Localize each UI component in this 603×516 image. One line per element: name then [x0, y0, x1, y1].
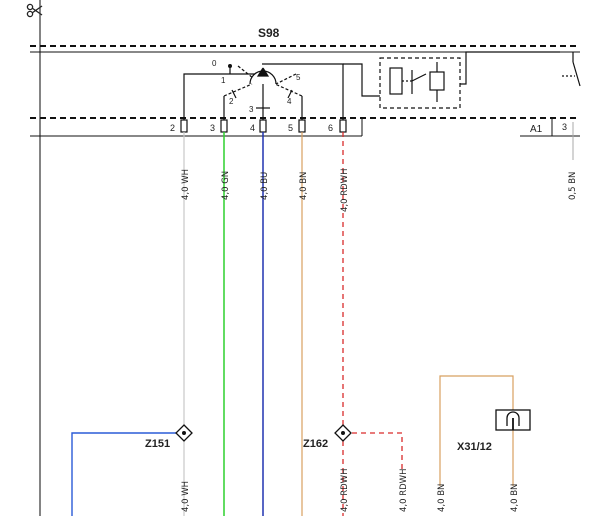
- switch-pos-1: 1: [221, 76, 226, 85]
- switch-pos-4: 4: [287, 97, 292, 106]
- z162-splice-icon[interactable]: [334, 424, 352, 442]
- svg-text:4,0 WH: 4,0 WH: [181, 169, 191, 200]
- svg-text:4,0 GN: 4,0 GN: [221, 171, 231, 200]
- z162-label: Z162: [303, 438, 328, 450]
- switch-pos-3: 3: [249, 105, 254, 114]
- svg-text:0,5 BN: 0,5 BN: [568, 172, 578, 200]
- svg-text:2: 2: [170, 123, 175, 133]
- relay-block-label: A1: [530, 124, 543, 135]
- pin-5: 5: [288, 119, 306, 133]
- wire-label-bu-top: 4,0 BU: [260, 172, 270, 200]
- component-label-s98: S98: [258, 26, 280, 40]
- x31-label: X31/12: [457, 441, 492, 453]
- svg-text:4,0 BN: 4,0 BN: [299, 172, 309, 200]
- wire-label-wh-top: 4,0 WH: [181, 169, 191, 200]
- wire-label-bn-bottom-b: 4,0 BN: [510, 484, 520, 512]
- switch-pos-0: 0: [212, 59, 217, 68]
- x31-connector-icon[interactable]: [495, 409, 531, 431]
- svg-text:4,0 BN: 4,0 BN: [510, 484, 520, 512]
- switch-pos-2: 2: [229, 97, 234, 106]
- pin-2: 2: [170, 119, 188, 133]
- rotary-switch: [183, 63, 344, 120]
- wire-label-wh-bottom: 4,0 WH: [181, 481, 191, 512]
- svg-text:4,0 RDWH: 4,0 RDWH: [340, 469, 350, 512]
- switch-pos-5: 5: [296, 73, 301, 82]
- svg-text:3: 3: [210, 123, 215, 133]
- pin-3: 3: [210, 119, 228, 133]
- edge-wire-label: 0,5 BN: [568, 172, 578, 200]
- wire-label-rdwh-top: 4,0 RDWH: [340, 169, 350, 212]
- svg-text:4: 4: [250, 123, 255, 133]
- wire-label-rdwh-bottom-b: 4,0 RDWH: [399, 469, 409, 512]
- pin-6: 6: [328, 119, 347, 133]
- relay-box: [343, 51, 560, 109]
- svg-text:4,0 BU: 4,0 BU: [260, 172, 270, 200]
- pin-4: 4: [250, 119, 267, 133]
- z151-splice-icon[interactable]: [175, 424, 193, 442]
- svg-text:4,0 BN: 4,0 BN: [437, 484, 447, 512]
- wire-label-bn-bottom-a: 4,0 BN: [437, 484, 447, 512]
- wire-label-gn-top: 4,0 GN: [221, 171, 231, 200]
- relay-terminal-label: 3: [562, 122, 567, 132]
- svg-text:5: 5: [288, 123, 293, 133]
- z151-blue-wire[interactable]: [71, 432, 184, 516]
- right-contact: [562, 52, 581, 87]
- switch-position-0-dot: [228, 64, 232, 68]
- wire-label-rdwh-bottom-a: 4,0 RDWH: [340, 469, 350, 512]
- svg-text:4,0 WH: 4,0 WH: [181, 481, 191, 512]
- z162-red-branch[interactable]: [343, 432, 403, 470]
- z151-label: Z151: [145, 438, 170, 450]
- x31-brown-loop[interactable]: [439, 375, 514, 486]
- svg-text:4,0 RDWH: 4,0 RDWH: [340, 169, 350, 212]
- svg-text:4,0 RDWH: 4,0 RDWH: [399, 469, 409, 512]
- svg-text:6: 6: [328, 123, 333, 133]
- wire-label-bn-top: 4,0 BN: [299, 172, 309, 200]
